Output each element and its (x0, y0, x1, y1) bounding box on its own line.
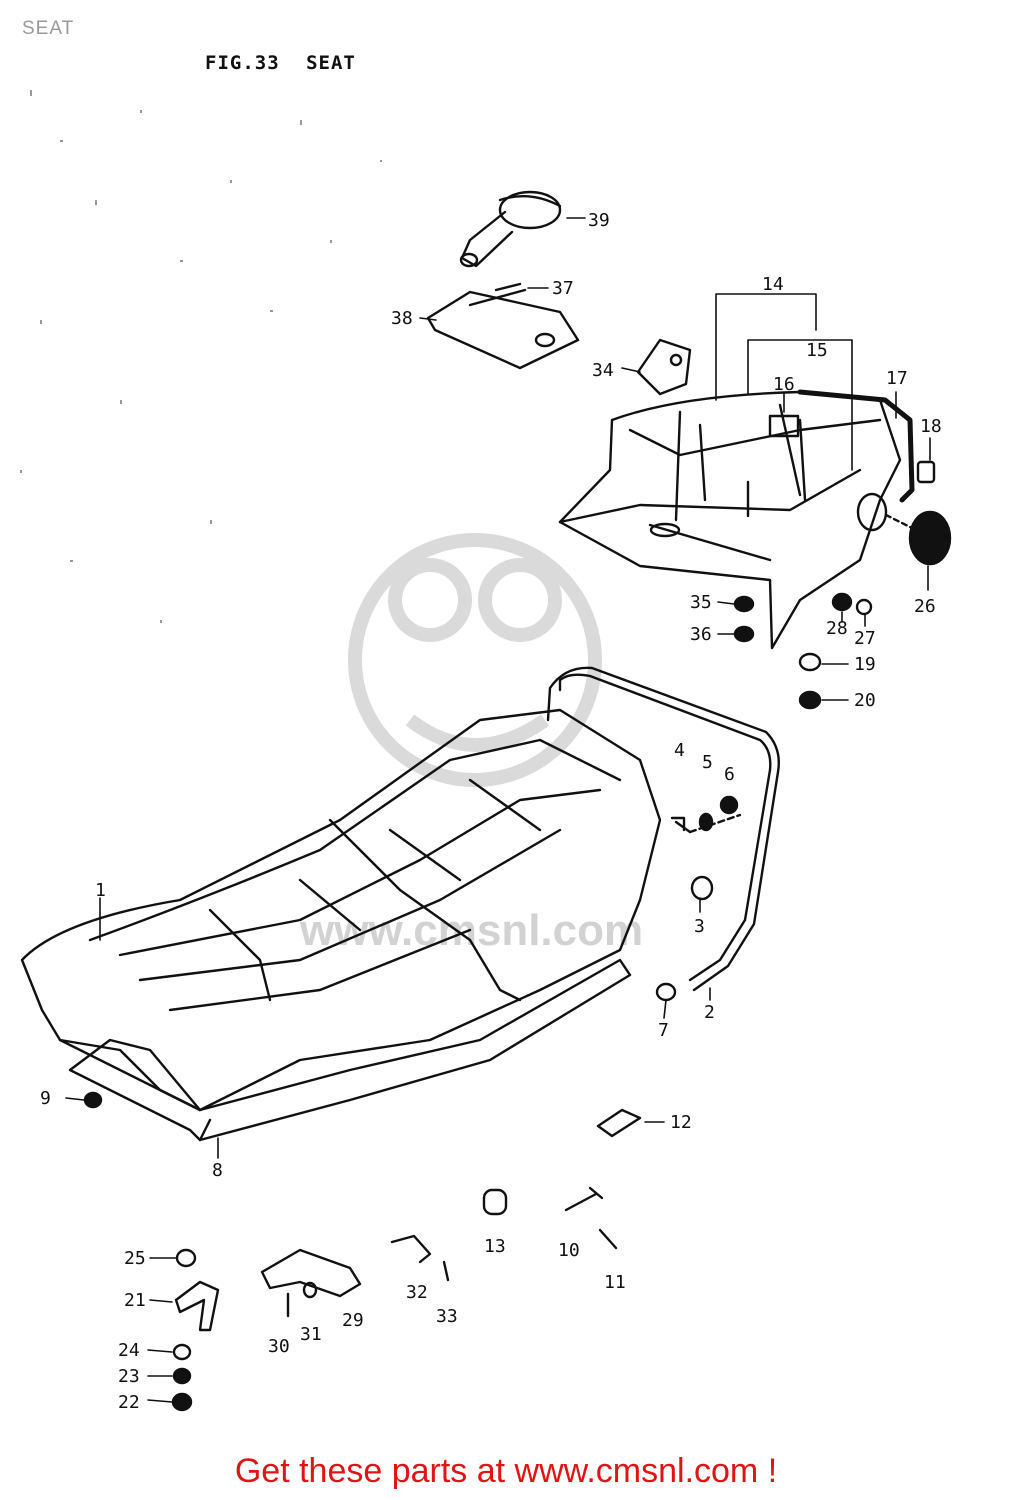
callout-38: 38 (391, 308, 413, 329)
page-label: SEAT (22, 18, 75, 39)
part-washer-24 (172, 1343, 192, 1361)
callout-34: 34 (592, 360, 614, 381)
part-bolt-4 (670, 816, 692, 834)
callout-20: 20 (854, 690, 876, 711)
callout-8: 8 (212, 1160, 223, 1181)
callout-9: 9 (40, 1088, 51, 1109)
callout-18: 18 (920, 416, 942, 437)
callout-1: 1 (95, 880, 106, 901)
scan-noise (20, 90, 382, 623)
part-seat-latch (636, 338, 692, 396)
part-block-12 (596, 1108, 642, 1138)
part-cushion-3 (690, 875, 714, 901)
callout-17: 17 (886, 368, 908, 389)
part-cushion-13 (482, 1188, 508, 1216)
part-nut-35 (733, 595, 755, 613)
callout-2: 2 (704, 1002, 715, 1023)
part-hinge-29 (260, 1248, 362, 1298)
part-screw-37 (494, 282, 522, 292)
part-nut-9 (83, 1091, 103, 1109)
part-nut-36 (733, 625, 755, 643)
part-cushion-7 (655, 982, 677, 1002)
part-lock-cylinder (459, 190, 562, 268)
callout-24: 24 (118, 1340, 140, 1361)
figure-title: SEAT (306, 52, 356, 74)
footer-cta-link[interactable]: Get these parts at www.cmsnl.com ! (234, 1452, 778, 1490)
callout-35: 35 (690, 592, 712, 613)
part-screw-33 (442, 1260, 450, 1282)
callout-32: 32 (406, 1282, 428, 1303)
callout-22: 22 (118, 1392, 140, 1413)
callout-13: 13 (484, 1236, 506, 1257)
leader-lines (65, 217, 931, 1403)
callout-10: 10 (558, 1240, 580, 1261)
callout-15: 15 (806, 340, 828, 361)
callout-19: 19 (854, 654, 876, 675)
callout-33: 33 (436, 1306, 458, 1327)
callout-3: 3 (694, 916, 705, 937)
part-emblem (768, 414, 800, 438)
callout-23: 23 (118, 1366, 140, 1387)
callout-39: 39 (588, 210, 610, 231)
callout-11: 11 (604, 1272, 626, 1293)
part-seat-base (68, 958, 632, 1142)
part-bracket-32 (390, 1234, 432, 1264)
callout-28: 28 (826, 618, 848, 639)
callout-37: 37 (552, 278, 574, 299)
part-washer-31 (302, 1281, 318, 1299)
part-nut-25 (175, 1248, 197, 1268)
callout-29: 29 (342, 1310, 364, 1331)
part-grab-rail (546, 666, 780, 992)
callout-5: 5 (702, 752, 713, 773)
callout-6: 6 (724, 764, 735, 785)
callout-27: 27 (854, 628, 876, 649)
callout-26: 26 (914, 596, 936, 617)
callout-16: 16 (773, 374, 795, 395)
callout-21: 21 (124, 1290, 146, 1311)
part-nut-22 (171, 1392, 193, 1412)
part-seat-tail (558, 390, 902, 650)
part-pin-11 (598, 1228, 618, 1250)
part-seat (20, 708, 662, 1112)
callout-12: 12 (670, 1112, 692, 1133)
part-nut-23 (172, 1367, 192, 1385)
part-nut-6 (719, 795, 739, 815)
part-trim-strip (797, 389, 915, 503)
part-lock-plate (426, 288, 580, 370)
callout-4: 4 (674, 740, 685, 761)
callout-30: 30 (268, 1336, 290, 1357)
part-washer-27 (855, 598, 873, 616)
callout-36: 36 (690, 624, 712, 645)
part-cushion-18 (916, 460, 936, 484)
part-nut-19 (798, 652, 822, 672)
part-bracket-21 (174, 1280, 220, 1332)
watermark-logo (348, 533, 602, 787)
part-bolt-10 (564, 1186, 604, 1212)
part-nut-20 (798, 690, 822, 710)
callout-31: 31 (300, 1324, 322, 1345)
figure-caption: FIG.33 SEAT (205, 52, 370, 74)
part-callouts: 39 37 38 34 14 15 16 17 18 26 28 27 35 3… (40, 210, 942, 1413)
callout-7: 7 (658, 1020, 669, 1041)
callout-14: 14 (762, 274, 784, 295)
part-nut-28 (831, 592, 853, 612)
callout-25: 25 (124, 1248, 146, 1269)
part-cap-26 (856, 492, 952, 566)
figure-number: FIG.33 (205, 52, 280, 74)
